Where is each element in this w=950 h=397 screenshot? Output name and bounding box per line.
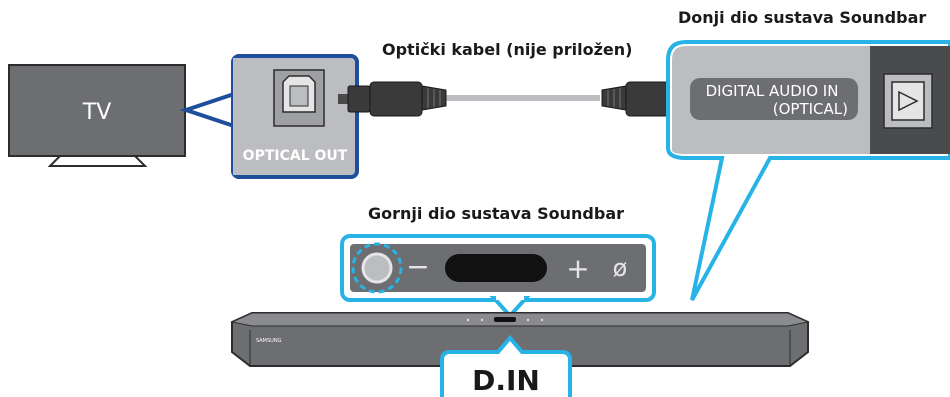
- din-display-text: D.IN: [472, 364, 540, 397]
- led-display: [445, 254, 547, 282]
- tv-port-callout: OPTICAL OUT: [231, 54, 359, 179]
- digital-audio-in-line1: DIGITAL AUDIO IN: [706, 82, 839, 100]
- optical-port-icon: [883, 73, 933, 129]
- mic-icon: ø: [613, 254, 628, 282]
- tv-callout-pointer: [179, 91, 236, 129]
- tv-screen: [8, 64, 186, 157]
- volume-up-icon: +: [566, 252, 589, 285]
- optical-cable: [338, 81, 692, 117]
- optical-out-label: OPTICAL OUT: [243, 148, 348, 164]
- tv-text: TV: [82, 100, 112, 125]
- cable-label: Optički kabel (nije priložen): [382, 40, 633, 59]
- power-button-highlight: [351, 242, 403, 294]
- optical-port-icon: [273, 69, 325, 127]
- power-button-icon: [361, 252, 393, 284]
- display-callout: D.IN: [440, 334, 572, 397]
- bottom-soundbar-label: Donji dio sustava Soundbar: [678, 8, 927, 27]
- top-soundbar-label: Gornji dio sustava Soundbar: [368, 204, 625, 223]
- tv-illustration: TV: [8, 64, 186, 167]
- tv-stand: [47, 155, 148, 167]
- soundbar-illustration: SAMSUNG: [230, 312, 810, 367]
- control-panel-callout: − + ø: [340, 234, 656, 320]
- digital-audio-in-line2: (OPTICAL): [773, 100, 848, 118]
- digital-audio-in-badge: [690, 78, 858, 120]
- volume-down-icon: −: [406, 250, 429, 283]
- brand-logo: SAMSUNG: [256, 338, 282, 344]
